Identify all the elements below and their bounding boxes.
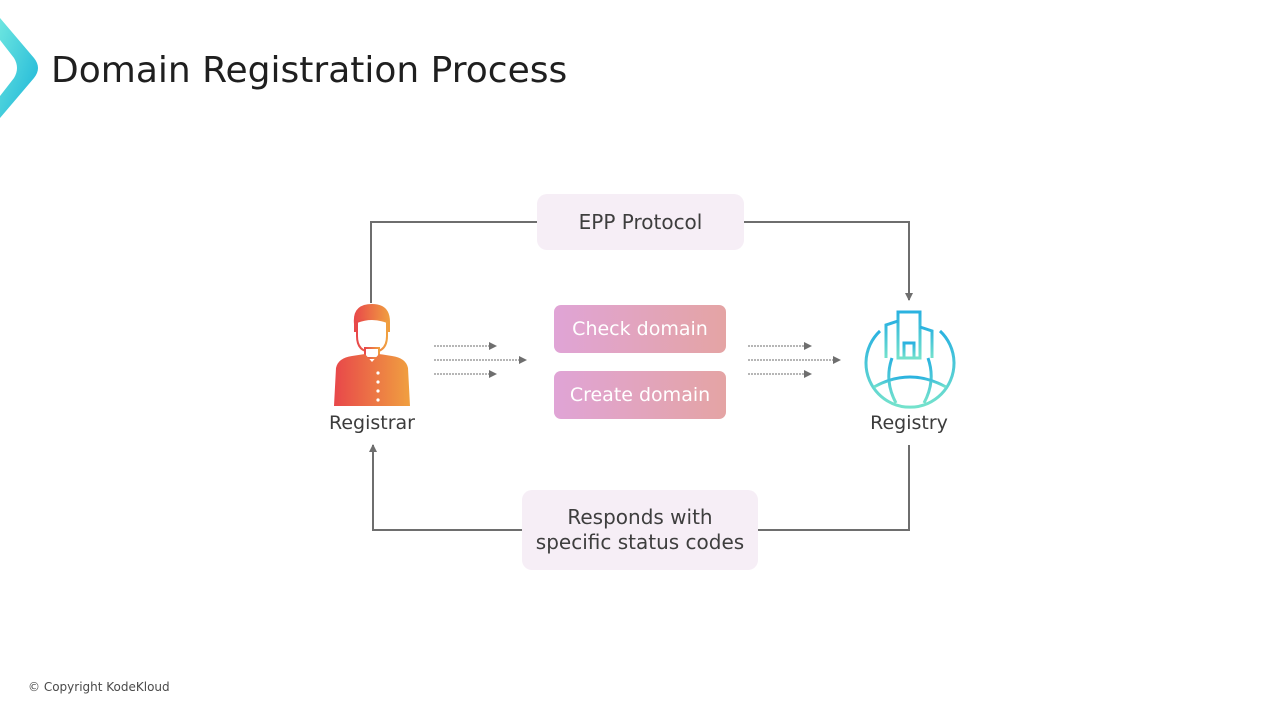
create-domain-box: Create domain [554,371,726,419]
check-domain-box: Check domain [554,305,726,353]
registrar-label: Registrar [329,412,415,434]
epp-connector-left [370,221,537,303]
response-line-1: Responds with [567,505,713,529]
globe-building-icon [864,310,956,409]
response-connector-right [758,445,910,531]
copyright-footer: © Copyright KodeKloud [28,680,170,694]
epp-protocol-label: EPP Protocol [578,210,703,234]
check-domain-label: Check domain [572,318,708,340]
response-box: Responds with specific status codes [522,490,758,570]
epp-connector-right [744,221,913,301]
page-title: Domain Registration Process [51,50,568,91]
registry-request-arrows [748,342,841,378]
person-icon [334,304,410,406]
chevron-right-logo-icon [0,18,38,118]
registrar-request-arrows [434,342,527,378]
response-line-2: specific status codes [535,530,745,554]
create-domain-label: Create domain [569,384,711,406]
registry-label: Registry [870,412,948,434]
epp-protocol-box: EPP Protocol [537,194,744,250]
response-connector-left [369,444,522,531]
